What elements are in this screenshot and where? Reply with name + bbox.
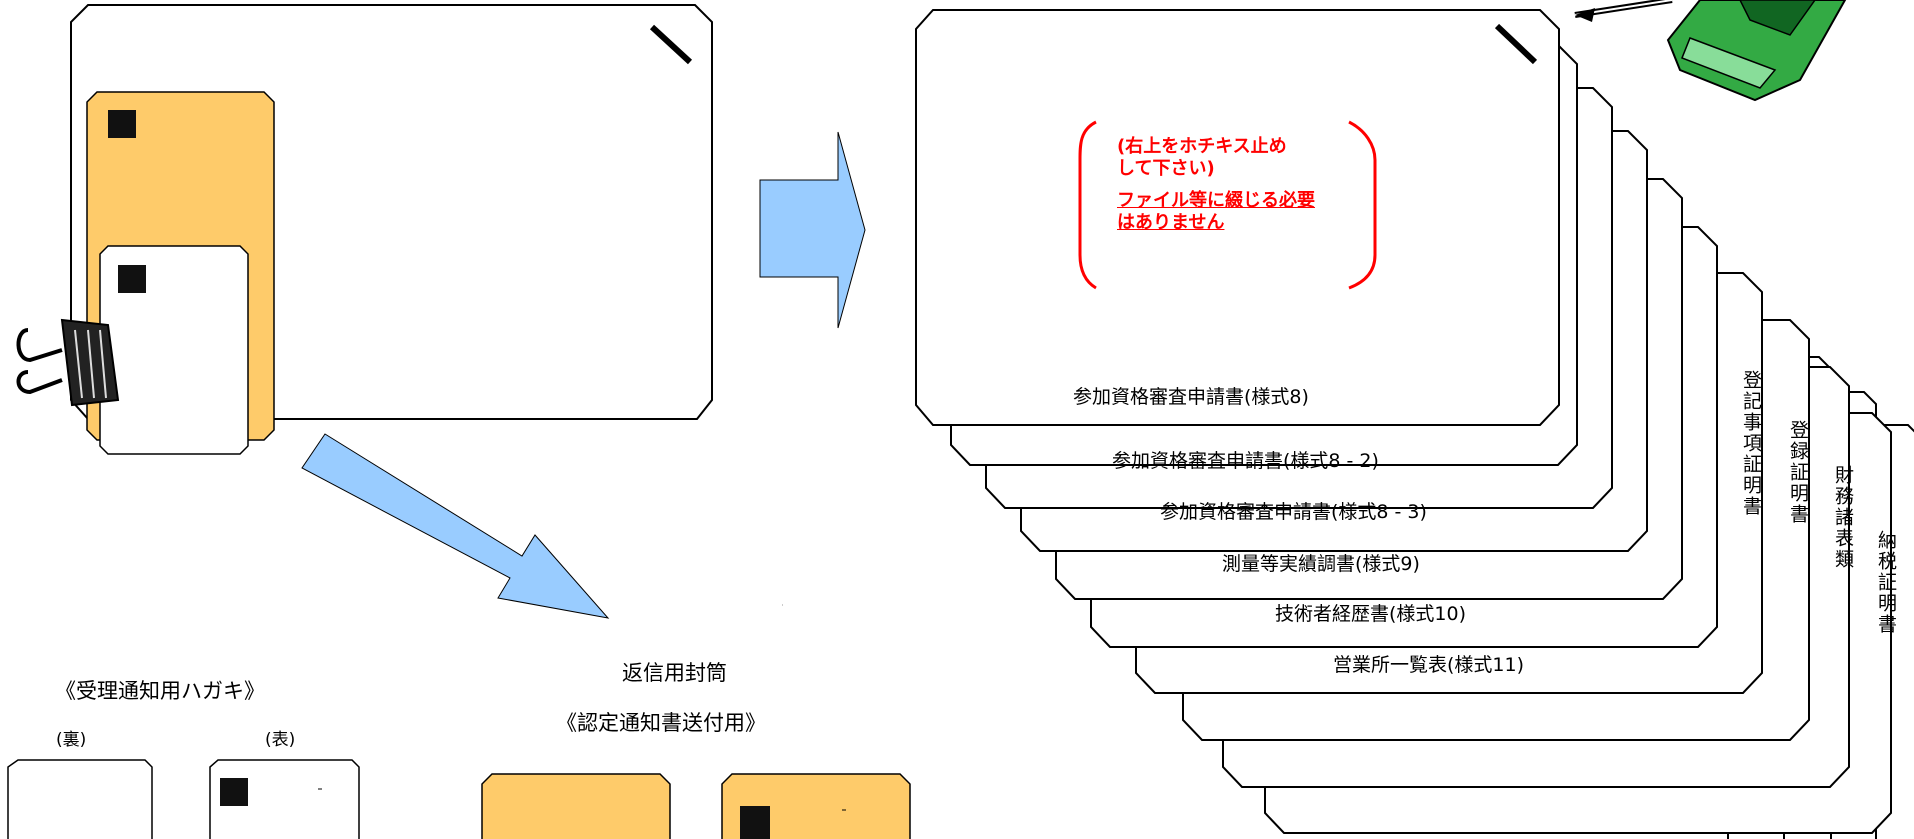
- stamp-mark: [118, 265, 146, 293]
- document-label: 測量等実績調書(様式9): [1222, 553, 1420, 575]
- return-envelope-back: [481, 773, 671, 839]
- cert-label-nouzei: 納税証明書: [1875, 530, 1897, 635]
- staple-note-line: ファイル等に綴じる必要: [1117, 190, 1315, 211]
- cert-label-touroku: 登録証明書: [1787, 420, 1809, 525]
- envelope-subtitle: 《認定通知書送付用》: [556, 711, 766, 735]
- note-bracket-left: [1078, 120, 1097, 290]
- document-label: 参加資格審査申請書(様式8 - 3): [1160, 501, 1427, 523]
- diagonal-arrow-icon: [301, 433, 610, 619]
- document-label: 参加資格審査申請書(様式8): [1073, 386, 1309, 408]
- document-label: 技術者経歴書(様式10): [1275, 603, 1467, 625]
- document-label: 参加資格審査申請書(様式8 - 2): [1112, 450, 1379, 472]
- top-sheet: [915, 9, 1560, 426]
- postcard-title: 《受理通知用ハガキ》: [55, 679, 265, 703]
- staple-note-line: して下さい): [1117, 158, 1215, 179]
- document-label: 営業所一覧表(様式11): [1333, 654, 1525, 676]
- stapler-icon: [1574, 0, 1847, 102]
- staple-note-line: はありません: [1117, 212, 1225, 233]
- stamp-mark: [740, 806, 770, 839]
- note-bracket-right: [1348, 120, 1377, 290]
- staple-note: (右上をホチキス止め して下さい) ファイル等に綴じる必要 はありません: [1117, 136, 1315, 234]
- binder-clip-icon: [16, 318, 120, 407]
- staple-note-line: (右上をホチキス止め: [1117, 136, 1287, 157]
- postcard-front-label: (表): [265, 730, 296, 750]
- staple-mark: [1494, 23, 1538, 65]
- cert-label-zaimu: 財務諸表類: [1832, 465, 1854, 570]
- postcard-back: [7, 759, 153, 839]
- right-arrow-icon: [759, 131, 866, 329]
- postcard-back-label: (裏): [56, 730, 87, 750]
- postcard-enclosed: [99, 245, 249, 455]
- stamp-mark: [220, 778, 248, 806]
- envelope-title: 返信用封筒: [622, 661, 727, 685]
- cert-label-touki: 登記事項証明書: [1740, 370, 1762, 517]
- staple-mark: [649, 24, 693, 65]
- stamp-mark: [108, 110, 136, 138]
